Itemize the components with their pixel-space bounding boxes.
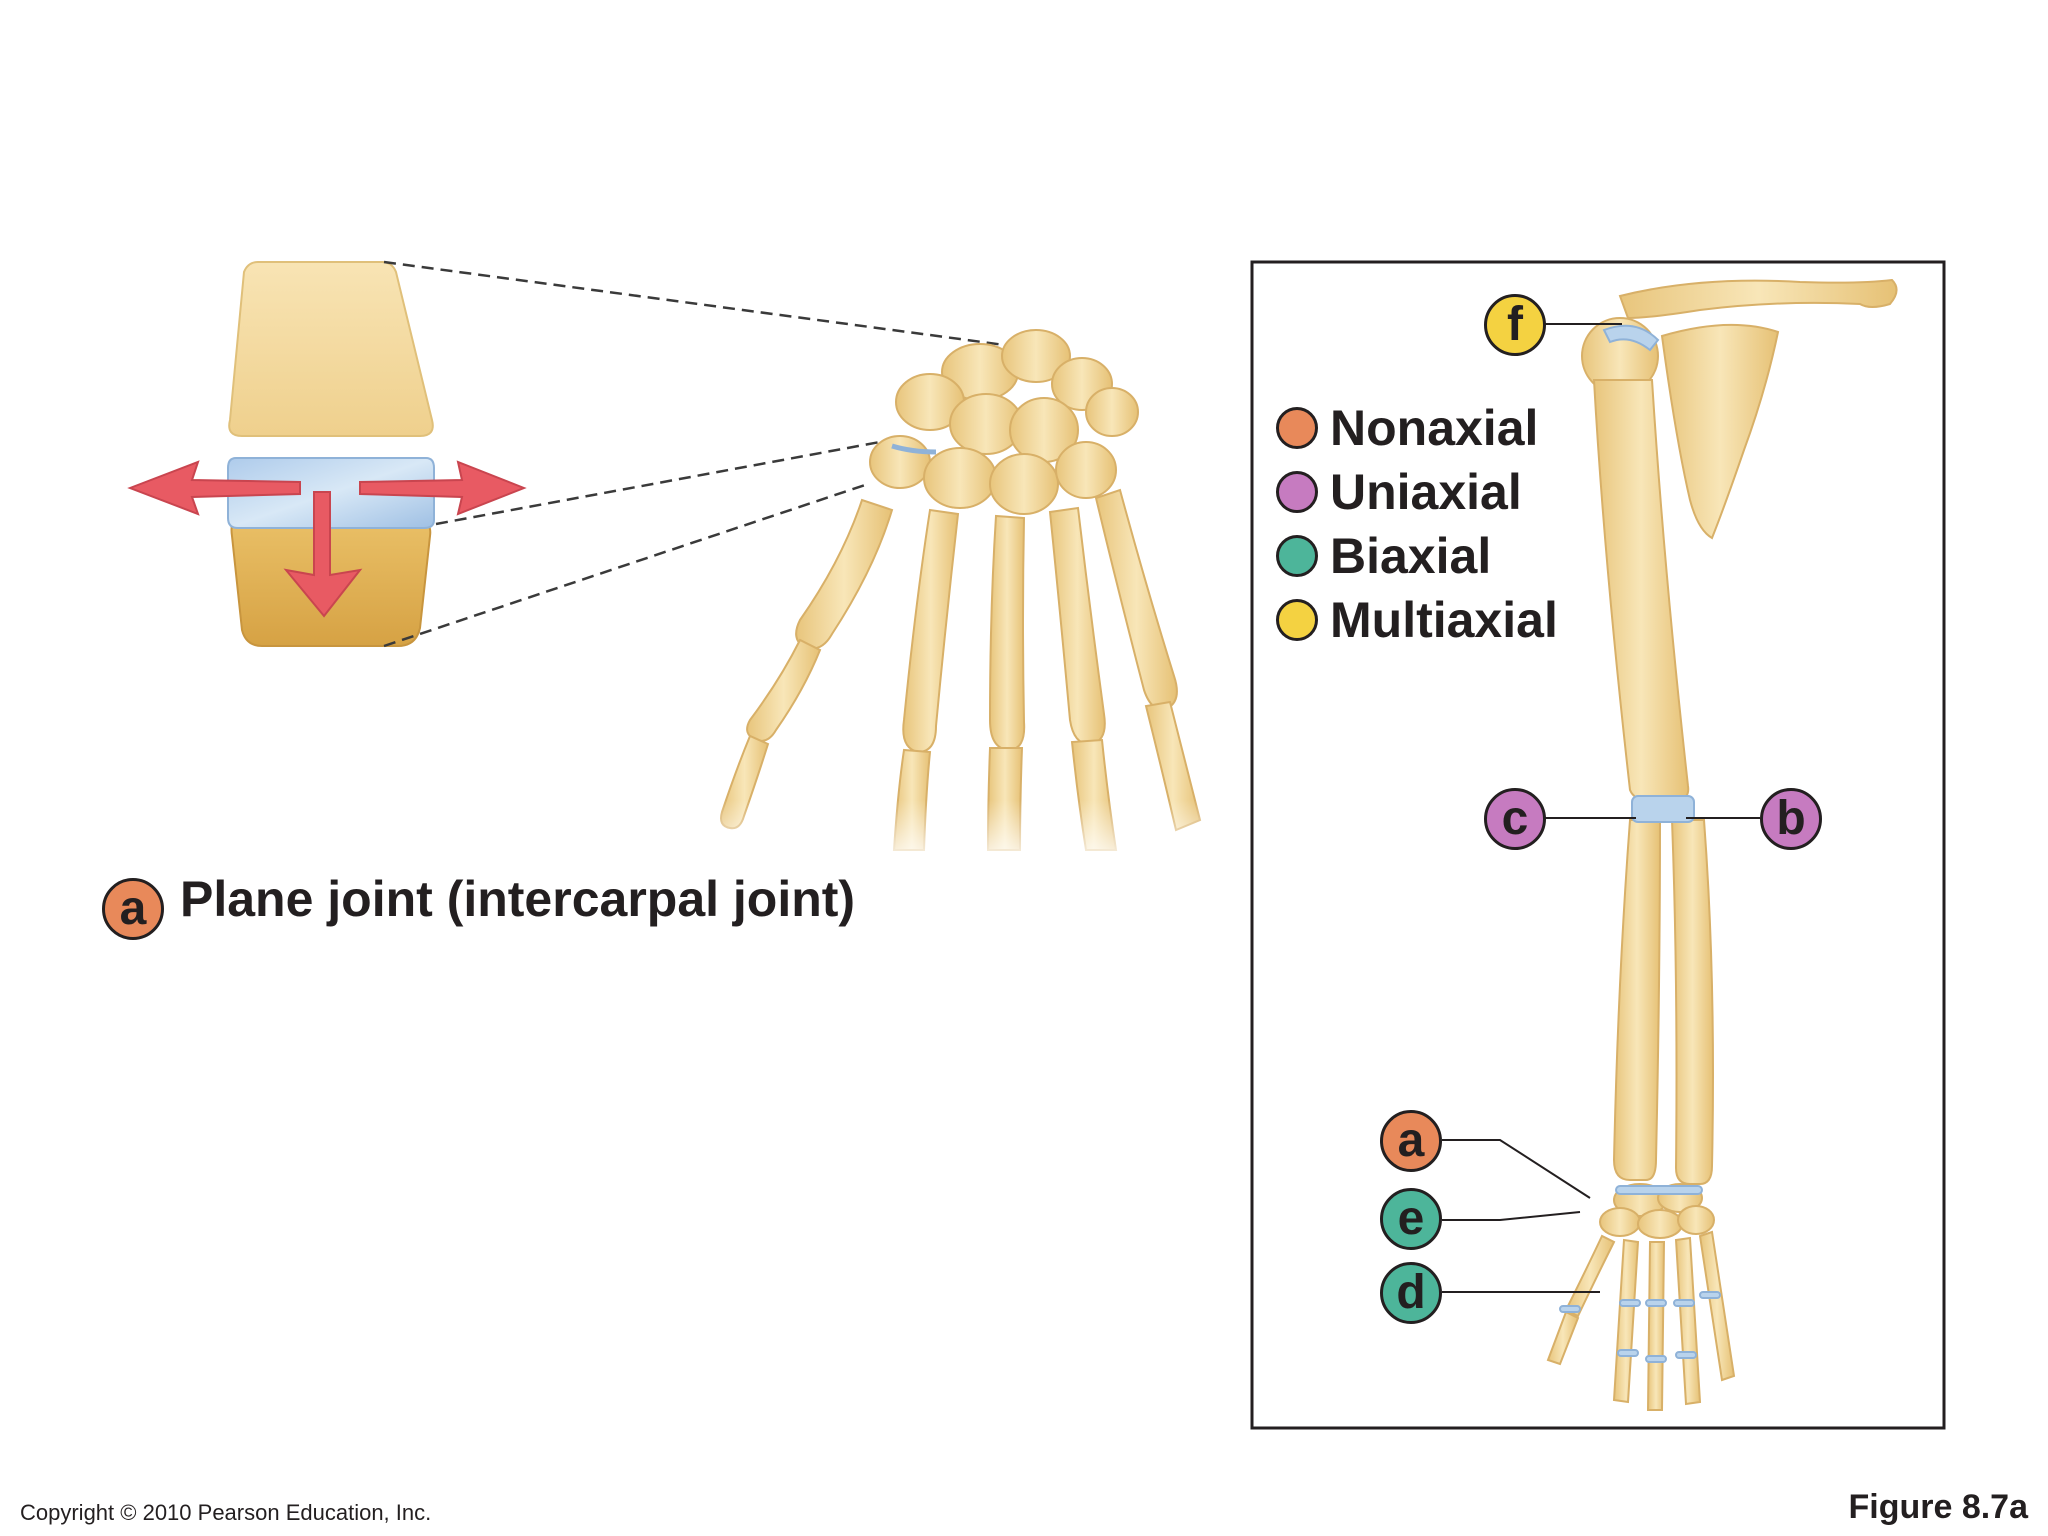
legend-item-nonaxial: Nonaxial	[1276, 398, 1538, 458]
legend-item-biaxial: Biaxial	[1276, 526, 1491, 586]
upper-limb-skeleton	[1546, 278, 1898, 1411]
joint-badge-letter: e	[1397, 1192, 1425, 1245]
zoom-leader-lines	[383, 260, 1013, 648]
joint-badge-d: d	[1380, 1262, 1442, 1324]
arrow-down-icon	[283, 491, 363, 618]
panel-a-badge-letter: a	[119, 882, 147, 935]
joint-badge-b: b	[1760, 788, 1822, 850]
joint-badge-letter: d	[1396, 1266, 1426, 1319]
upper-bone-block	[228, 261, 434, 437]
legend-label: Multiaxial	[1330, 592, 1558, 648]
joint-badge-letter: a	[1397, 1114, 1425, 1167]
legend-label: Uniaxial	[1330, 464, 1522, 520]
joint-badge-f: f	[1484, 294, 1546, 356]
legend-item-multiaxial: Multiaxial	[1276, 590, 1558, 650]
joint-badge-letter: b	[1776, 792, 1806, 845]
copyright-notice: Copyright © 2010 Pearson Education, Inc.	[20, 1500, 432, 1525]
badge-leader-lines	[1442, 323, 1760, 1293]
hand-fade	[700, 800, 1260, 870]
legend-swatch	[1276, 407, 1318, 449]
intercarpal-joint-highlight	[891, 443, 937, 455]
panel-a-badge: a	[102, 878, 164, 940]
hand-skeleton	[720, 329, 1202, 851]
joint-badge-e: e	[1380, 1188, 1442, 1250]
arrow-left-icon	[127, 460, 301, 516]
legend-swatch	[1276, 471, 1318, 513]
joint-cartilage-marks	[1559, 324, 1721, 1363]
legend-label: Nonaxial	[1330, 400, 1539, 456]
joint-badge-a: a	[1380, 1110, 1442, 1172]
joint-badge-letter: f	[1507, 298, 1523, 351]
legend-label: Biaxial	[1330, 528, 1492, 584]
legend-swatch	[1276, 535, 1318, 577]
joint-badge-letter: c	[1501, 792, 1529, 845]
legend-item-uniaxial: Uniaxial	[1276, 462, 1522, 522]
figure-number: Figure 8.7a	[1848, 1488, 2028, 1526]
movement-arrows	[127, 460, 527, 618]
joint-badge-c: c	[1484, 788, 1546, 850]
arrow-right-icon	[359, 460, 527, 516]
panel-a-caption: Plane joint (intercarpal joint)	[180, 871, 856, 927]
legend-swatch	[1276, 599, 1318, 641]
